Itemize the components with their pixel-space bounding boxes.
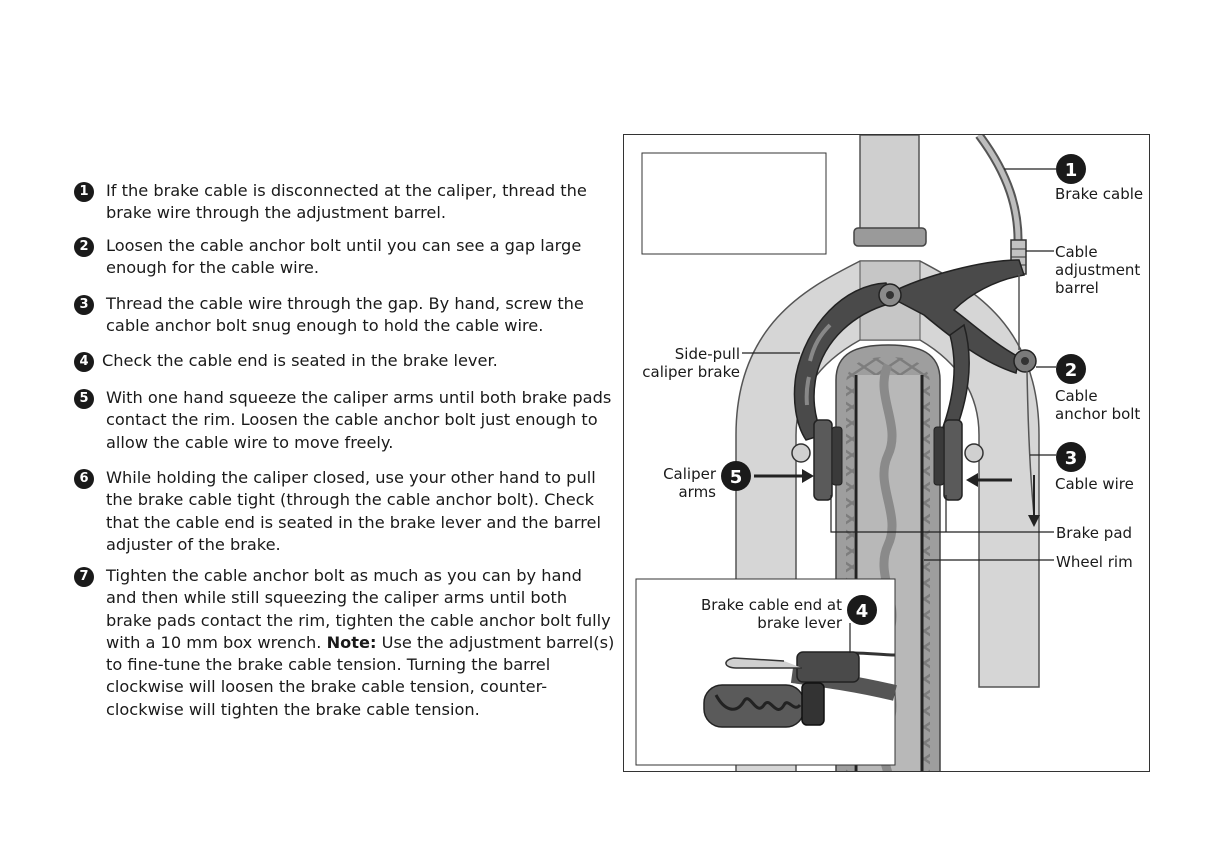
step-number-5: 5	[74, 389, 94, 409]
svg-text:2: 2	[1065, 360, 1078, 381]
step-7-text-before: Tighten the cable anchor bolt as much as…	[106, 566, 611, 652]
label-wheel-rim: Wheel rim	[1056, 553, 1133, 571]
step-3-text: Thread the cable wire through the gap. B…	[106, 294, 584, 336]
label-cable-end-2: brake lever	[757, 614, 843, 632]
step-7-note-label: Note:	[326, 632, 377, 652]
label-caliper-arms-1: Caliper	[663, 465, 717, 483]
label-anchor-bolt-2: anchor bolt	[1055, 405, 1140, 423]
head-tube	[859, 135, 920, 236]
brake-pad-right	[943, 419, 963, 501]
inset-cable	[853, 651, 896, 657]
svg-text:3: 3	[1065, 448, 1078, 469]
brake-pad-leader	[830, 495, 1054, 533]
label-side-pull-2: caliper brake	[642, 363, 740, 381]
cable-wire-arrow	[1028, 515, 1040, 527]
step-number-4: 4	[74, 352, 94, 372]
brake-diagram-figure: 1 2 3 4 5 Brake cable Cable adjustment b…	[623, 134, 1150, 772]
callout-badge-3: 3	[1056, 442, 1086, 472]
label-adjustment-barrel-3: barrel	[1055, 279, 1099, 297]
step-5-text: With one hand squeeze the caliper arms u…	[106, 388, 612, 452]
step-number-1: 1	[74, 182, 94, 202]
callout-badge-2: 2	[1056, 354, 1086, 384]
step-number-2: 2	[74, 237, 94, 257]
cable-housing-inner	[976, 135, 1021, 246]
step-number-7: 7	[74, 567, 94, 587]
step-7-text-after: Use the adjustment barrel(s) to fine-tun…	[106, 632, 615, 719]
step-4-text: Check the cable end is seated in the bra…	[102, 351, 498, 370]
step-number-3: 3	[74, 295, 94, 315]
brake-lever-blade	[725, 657, 802, 669]
step-2-text: Loosen the cable anchor bolt until you c…	[106, 236, 582, 278]
label-side-pull-1: Side-pull	[675, 345, 740, 363]
step-7-text: Tighten the cable anchor bolt as much as…	[106, 565, 616, 721]
label-brake-pad: Brake pad	[1056, 524, 1132, 542]
brake-pad-left-face	[831, 426, 843, 486]
brake-pad-left	[813, 419, 833, 501]
label-cable-wire: Cable wire	[1055, 475, 1134, 493]
brake-pad-right-face	[933, 426, 945, 486]
brake-lever-body	[796, 651, 860, 683]
svg-text:5: 5	[730, 467, 743, 488]
label-adjustment-barrel-1: Cable	[1055, 243, 1098, 261]
label-caliper-arms-2: arms	[678, 483, 716, 501]
blank-label-box	[641, 152, 827, 255]
callout-badge-1: 1	[1056, 154, 1086, 184]
cable-wire	[1018, 274, 1035, 516]
svg-text:1: 1	[1065, 160, 1078, 181]
label-anchor-bolt-1: Cable	[1055, 387, 1098, 405]
cable-housing	[975, 135, 1023, 246]
label-cable-end-1: Brake cable end at	[701, 596, 842, 614]
svg-text:4: 4	[856, 601, 869, 622]
step-6-text: While holding the caliper closed, use yo…	[106, 468, 601, 554]
grip-collar	[801, 682, 825, 726]
caliper-arm-right	[884, 259, 1025, 374]
brake-diagram: 1 2 3 4 5 Brake cable Cable adjustment b…	[635, 135, 1143, 771]
headset-ring	[853, 227, 927, 247]
callout-badge-5: 5	[721, 461, 751, 491]
step-number-6: 6	[74, 469, 94, 489]
step-1-text: If the brake cable is disconnected at th…	[106, 181, 587, 223]
label-brake-cable: Brake cable	[1055, 185, 1143, 203]
label-adjustment-barrel-2: adjustment	[1055, 261, 1140, 279]
pad-bolt-left	[791, 443, 811, 463]
pad-bolt-right	[964, 443, 984, 463]
callout-badge-4: 4	[847, 595, 877, 625]
